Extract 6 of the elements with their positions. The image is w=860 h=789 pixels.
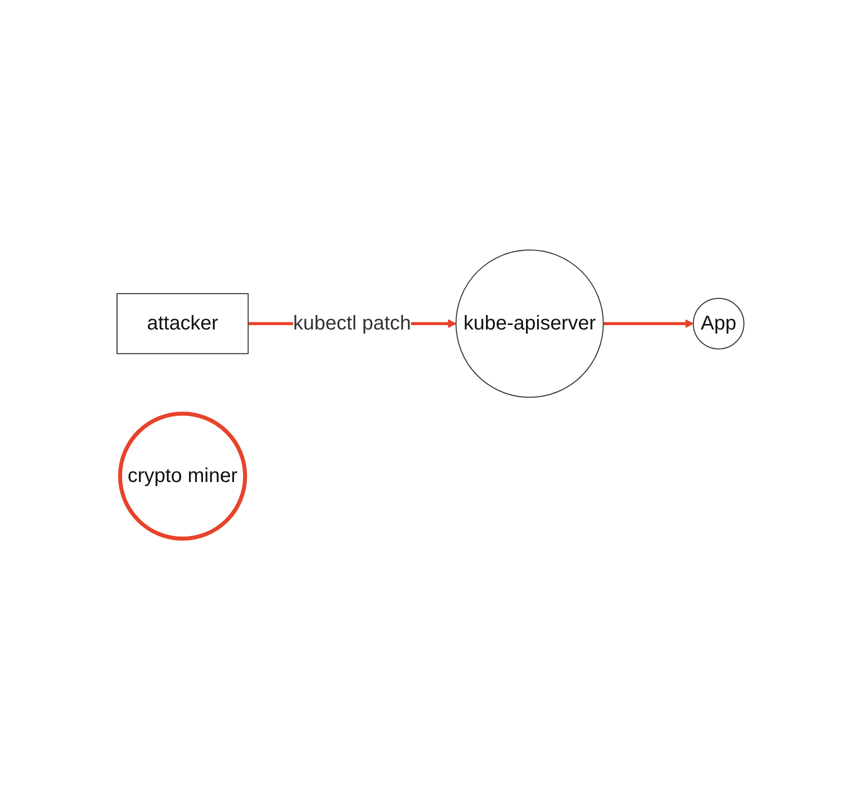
arrow (602, 319, 694, 328)
node-circle: kube-apiserver (455, 250, 604, 398)
node-box: attacker (116, 293, 248, 354)
node-circle: App (692, 298, 744, 350)
node-circle: crypto miner (118, 412, 247, 541)
edge-label: kubectl patch (292, 312, 411, 335)
